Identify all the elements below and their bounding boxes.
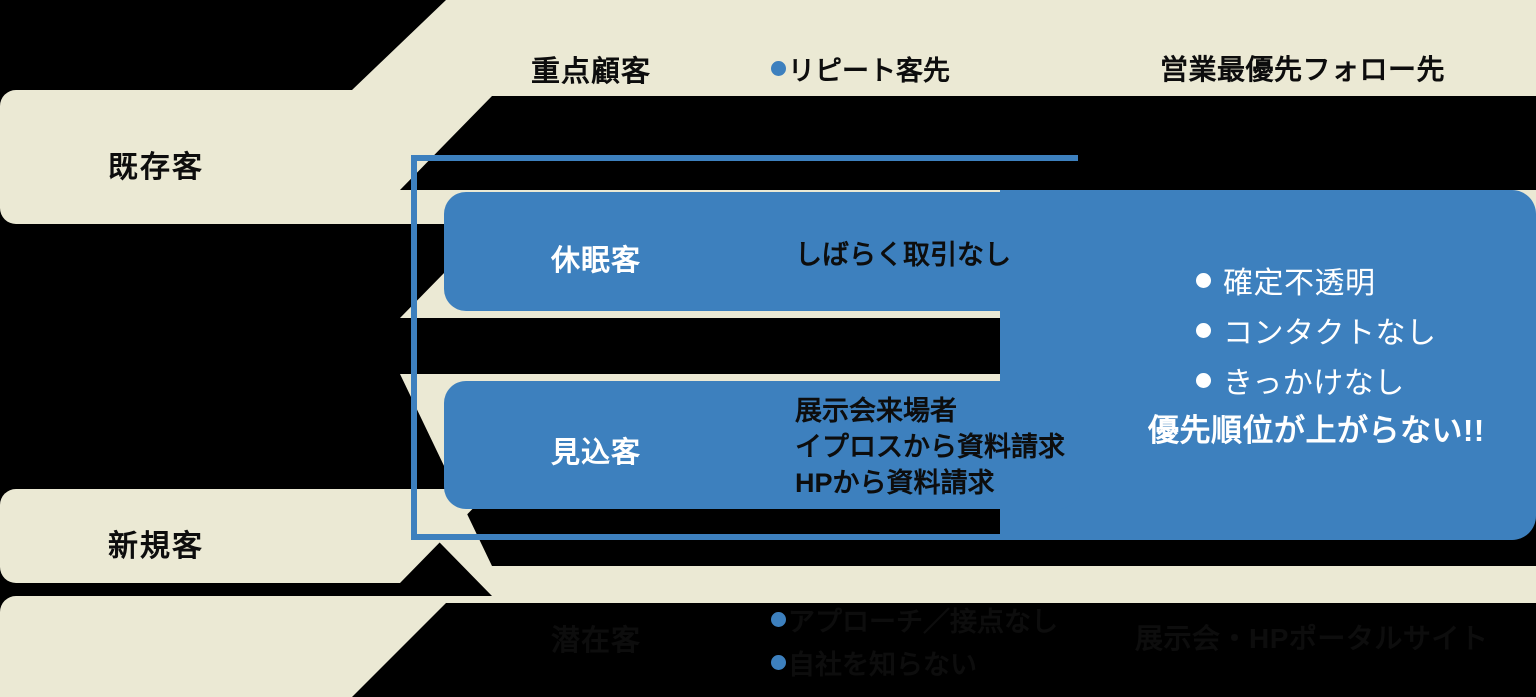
- row-desc-item-1-0: しばらく取引なし: [795, 240, 1011, 270]
- row-stage-label-3: 潜在客: [551, 625, 642, 657]
- band-label-new: 新規客: [108, 530, 204, 563]
- grouping-bracket: [411, 155, 1078, 540]
- bullet-dot-icon: [1196, 322, 1211, 338]
- row-descriptions-2: 展示会来場者 イプロスから資料請求 HPから資料請求: [795, 394, 1065, 502]
- band-label-existing: 既存客: [108, 151, 204, 184]
- row-desc-item-3-0: アプローチ／接点なし: [771, 600, 1058, 639]
- row-desc-text: リピート客先: [788, 56, 950, 86]
- row-desc-text: アプローチ／接点なし: [788, 607, 1058, 637]
- row-box-dormant: [444, 192, 1080, 311]
- row-stage-label-1: 休眠客: [551, 245, 642, 277]
- panel-bullet-list: 確定不透明 コンタクトなし きっかけなし: [1196, 258, 1437, 402]
- bullet-dot-icon: [771, 61, 786, 76]
- panel-bullet-1: コンタクトなし: [1196, 308, 1437, 352]
- row-desc-item-2-0: 展示会来場者: [795, 396, 957, 426]
- bullet-dot-icon: [1196, 272, 1211, 288]
- bullet-dot-icon: [771, 612, 786, 627]
- band-slab-new: [0, 489, 492, 583]
- row-desc-text: 自社を知らない: [788, 650, 977, 680]
- panel-bullet-0: 確定不透明: [1196, 258, 1437, 302]
- panel-bullet-text: コンタクトなし: [1223, 317, 1437, 350]
- row-stage-label-2: 見込客: [551, 437, 642, 469]
- bullet-dot-icon: [771, 655, 786, 670]
- row-desc-item-3-1: 自社を知らない: [771, 643, 1058, 682]
- row-right-label-3: 展示会・HPポータルサイト: [1135, 623, 1489, 654]
- panel-bullet-text: 確定不透明: [1223, 267, 1376, 300]
- row-descriptions-3: アプローチ／接点なし 自社を知らない: [771, 600, 1058, 682]
- panel-punchline: 優先順位が上がらない!!: [1148, 413, 1485, 448]
- row-desc-item-2-2: HPから資料請求: [795, 467, 995, 498]
- right-blue-panel: [1000, 190, 1536, 540]
- row-desc-item-2-1: イプロスから資料請求: [795, 431, 1065, 462]
- row-desc-item-0-0: リピート客先: [771, 49, 950, 88]
- row-stage-label-0: 重点顧客: [531, 56, 652, 88]
- row-box-prospect: [444, 381, 1080, 509]
- panel-bullet-2: きっかけなし: [1196, 358, 1437, 402]
- row-descriptions-0: リピート客先: [771, 49, 950, 88]
- bullet-dot-icon: [1196, 372, 1211, 388]
- panel-bullet-text: きっかけなし: [1223, 367, 1405, 400]
- row-right-label-0: 営業最優先フォロー先: [1160, 54, 1446, 85]
